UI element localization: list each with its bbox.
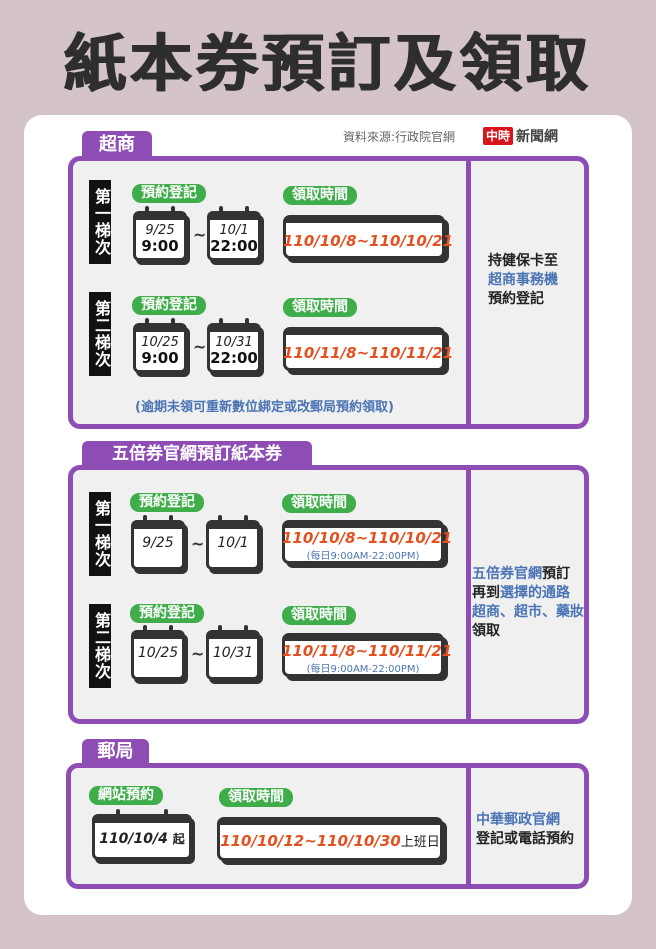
range-tilde: ~ (191, 534, 205, 553)
pickup-range: 110/11/8~110/11/21 (283, 344, 454, 362)
pickup-range-box: 110/10/8~110/10/21 (283, 215, 454, 263)
section-divider (466, 768, 471, 884)
side-instructions: 中華郵政官網 登記或電話預約 (476, 811, 574, 849)
side-line: 再到選擇的通路 (472, 584, 584, 603)
end-date: 10/1 (217, 535, 249, 551)
side-line: 超商事務機 (488, 272, 558, 288)
reserve-suffix: 起 (172, 832, 185, 846)
start-time: 9:00 (141, 237, 179, 255)
pickup-badge: 領取時間 (282, 606, 356, 625)
start-time: 9:00 (141, 349, 179, 367)
start-date: 9/25 (145, 223, 175, 238)
pickup-badge: 領取時間 (219, 788, 293, 807)
reserve-badge: 網站預約 (89, 786, 163, 805)
pickup-range-wrap: 110/10/12~110/10/30上班日 (217, 831, 443, 850)
start-date: 9/25 (142, 535, 174, 551)
side-line: 領取 (472, 623, 500, 639)
pickup-badge: 領取時間 (283, 186, 357, 205)
brand-logo-text: 新聞網 (516, 129, 559, 145)
end-time: 22:00 (210, 237, 258, 255)
brand-logo: 中時 新聞網 (483, 126, 558, 146)
side-instructions: 持健保卡至 超商事務機 預約登記 (488, 252, 558, 309)
pickup-range-box: 110/10/12~110/10/30上班日 (217, 817, 447, 865)
start-date: 10/25 (141, 335, 179, 350)
side-line: 中華郵政官網 (476, 812, 560, 828)
source-credit: 資料來源:行政院官網 (343, 130, 456, 144)
section-divider (466, 161, 471, 424)
calendar-icon: 9/25 (131, 515, 188, 574)
calendar-icon: 10/1 22:00 (207, 206, 264, 265)
pickup-hours: (每日9:00AM-22:00PM) (306, 664, 420, 675)
section-tab-convenience-store: 超商 (82, 131, 152, 158)
page-title: 紙本券預訂及領取 (63, 27, 592, 100)
pickup-badge: 領取時間 (282, 494, 356, 513)
reserve-badge: 預約登記 (130, 604, 204, 623)
calendar-icon: 10/25 9:00 (133, 318, 190, 377)
side-line: 預約登記 (488, 291, 544, 307)
end-date: 10/1 (219, 223, 249, 238)
end-date: 10/31 (212, 645, 254, 661)
side-line: 持健保卡至 (488, 253, 558, 269)
batch-label: 第一梯次 (89, 180, 111, 264)
batch-label: 第一梯次 (89, 492, 111, 576)
range-tilde: ~ (193, 337, 207, 356)
side-text: 預訂 (542, 566, 570, 582)
side-line: 超商、超市、藥妝 (472, 604, 584, 620)
reserve-date-wrap: 110/10/4 起 (92, 830, 192, 847)
side-instructions: 五倍券官網預訂 再到選擇的通路 超商、超市、藥妝 領取 (472, 565, 584, 641)
range-tilde: ~ (193, 225, 207, 244)
calendar-icon: 10/25 (131, 625, 188, 684)
range-tilde: ~ (191, 644, 205, 663)
calendar-icon: 10/31 22:00 (207, 318, 264, 377)
calendar-icon: 10/31 (206, 625, 263, 684)
side-line: 登記或電話預約 (476, 831, 574, 847)
pickup-badge: 領取時間 (283, 298, 357, 317)
reserve-badge: 預約登記 (132, 184, 206, 203)
start-date: 10/25 (137, 645, 179, 661)
batch-label: 第二梯次 (89, 604, 111, 688)
reserve-badge: 預約登記 (130, 493, 204, 512)
section-divider (466, 470, 471, 719)
pickup-range: 110/10/8~110/10/21 (283, 232, 454, 250)
pickup-range-box: 110/11/8~110/11/21 (每日9:00AM-22:00PM) (282, 633, 453, 681)
pickup-range: 110/10/12~110/10/30 (220, 832, 401, 850)
pickup-range: 110/10/8~110/10/21 (282, 529, 453, 547)
calendar-icon: 110/10/4 起 (92, 809, 195, 864)
pickup-suffix: 上班日 (400, 835, 440, 850)
pickup-range-box: 110/11/8~110/11/21 (283, 327, 454, 375)
brand-logo-mark: 中時 (483, 127, 514, 145)
side-text: 選擇的通路 (500, 585, 570, 601)
end-time: 22:00 (210, 349, 258, 367)
section-tab-post-office: 郵局 (82, 739, 149, 765)
batch-label: 第二梯次 (89, 292, 111, 376)
section-tab-official-site: 五倍券官網預訂紙本券 (82, 441, 312, 467)
reserve-date: 110/10/4 (99, 831, 168, 847)
calendar-icon: 9/25 9:00 (133, 206, 190, 265)
pickup-range: 110/11/8~110/11/21 (282, 642, 453, 660)
reserve-badge: 預約登記 (132, 296, 206, 315)
calendar-icon: 10/1 (206, 515, 263, 574)
side-text: 再到 (472, 585, 500, 601)
end-date: 10/31 (215, 335, 253, 350)
side-text: 五倍券官網 (472, 566, 542, 582)
pickup-hours: (每日9:00AM-22:00PM) (306, 551, 420, 562)
side-line: 五倍券官網預訂 (472, 565, 584, 584)
expiry-note: (逾期未領可重新數位綁定或改郵局預約領取) (135, 400, 394, 415)
pickup-range-box: 110/10/8~110/10/21 (每日9:00AM-22:00PM) (282, 520, 453, 568)
